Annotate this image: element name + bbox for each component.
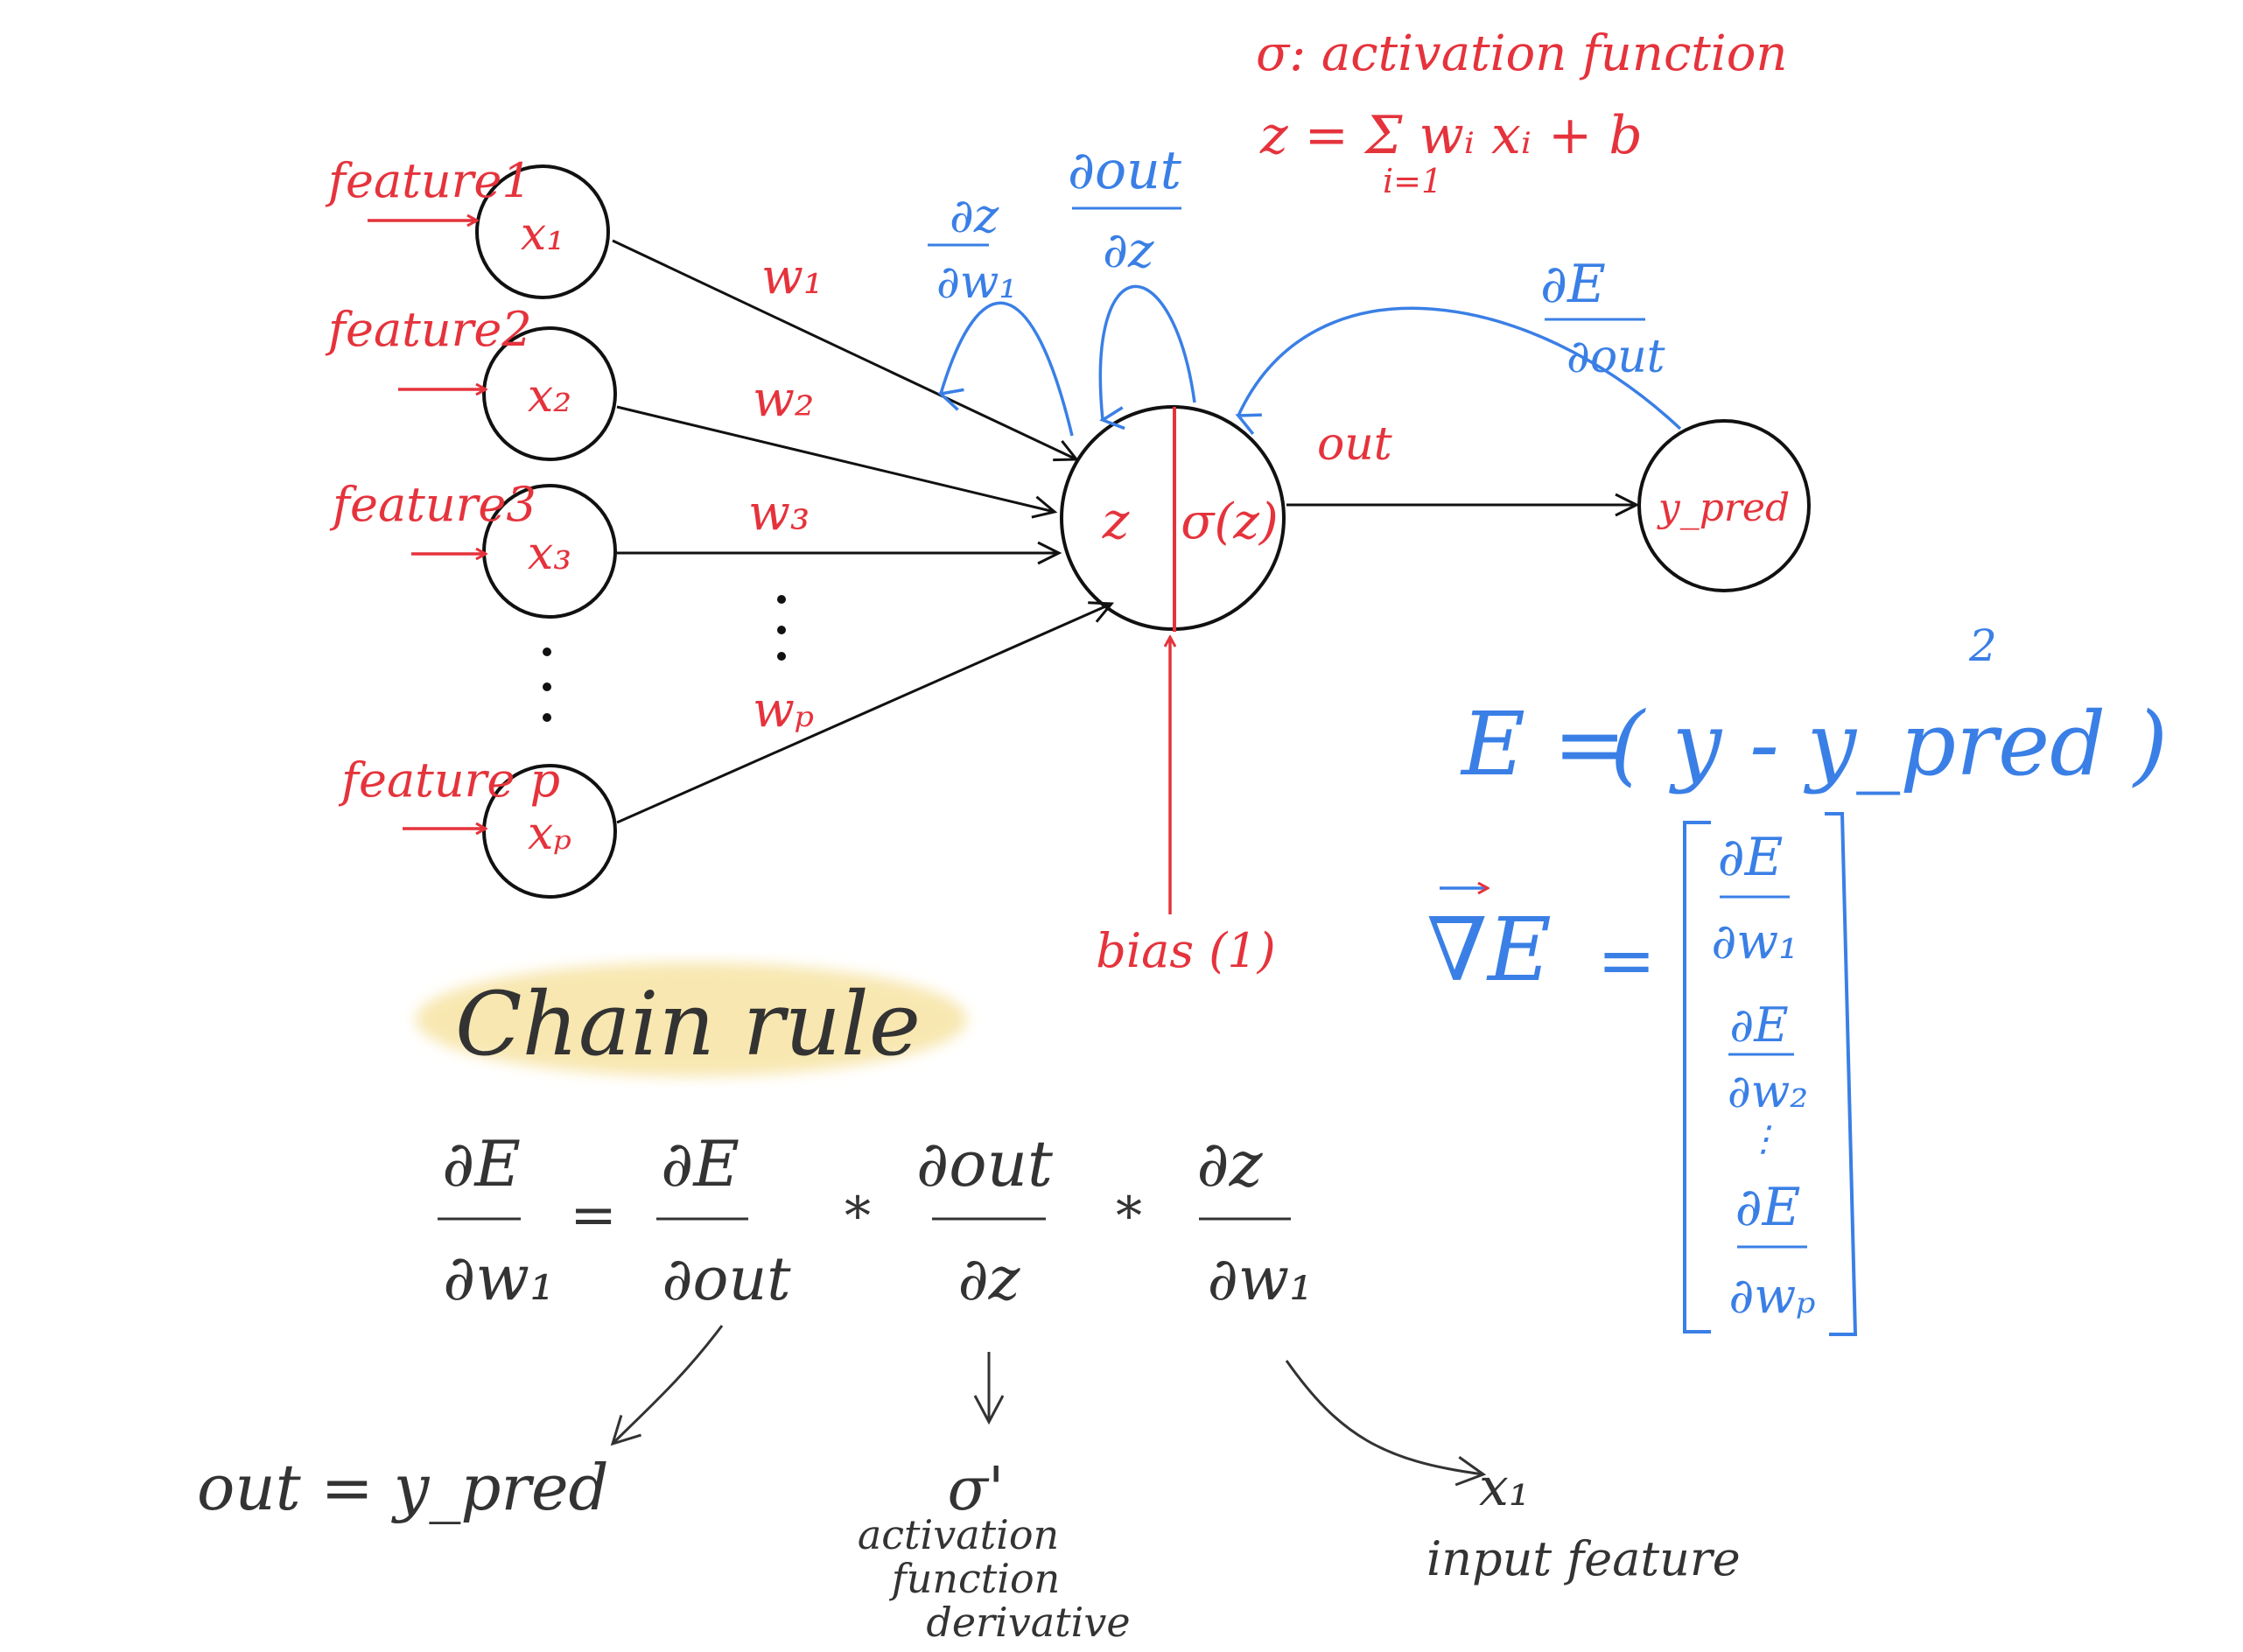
input-node-label: x₃ (528, 528, 571, 580)
dout-dz-denominator: ∂z (1103, 222, 1154, 279)
dout-dz-numerator: ∂out (1068, 140, 1182, 201)
chain-rule-equation: ∂E ∂w₁ = ∂E ∂out * ∂out ∂z * ∂z ∂w₁ (438, 1127, 1313, 1314)
error-exponent: 2 (1968, 620, 1997, 671)
feature-label-2: feature2 (325, 302, 532, 357)
bias-label: bias (1) (1096, 923, 1275, 978)
dout-dz-arc (1098, 284, 1196, 430)
chain-term2-den: ∂z (958, 1245, 1021, 1314)
dz-dw1-denominator: ∂w₁ (936, 256, 1017, 309)
vector-entry-2-num: ∂E (1729, 998, 1788, 1053)
error-body: ( y - y_pred ) (1610, 693, 2168, 795)
weight-ellipsis (777, 595, 786, 661)
chain-annotation-2-line1: activation (858, 1511, 1059, 1558)
z-definition-index: i=1 (1383, 162, 1442, 200)
feature-label-p: feature p (338, 752, 560, 808)
chain-annotation-1: out = y_pred (197, 1451, 609, 1524)
chain-rule-title: Chain rule (455, 973, 921, 1075)
z-definition: z = Σ wᵢ xᵢ + b (1259, 105, 1643, 166)
chain-term3-den: ∂w₁ (1208, 1245, 1314, 1314)
gradient-lhs: ∇E (1426, 899, 1552, 1001)
chain-annotation-2-line2: function (889, 1555, 1061, 1602)
chain-times-2: * (1116, 1186, 1142, 1247)
chain-lhs-den: ∂w₁ (443, 1241, 555, 1314)
vector-right-bracket (1825, 812, 1858, 1336)
chain-term1-num: ∂E (661, 1127, 739, 1200)
chain-annotation-2-symbol: σ' (947, 1455, 1004, 1524)
input-node-label: x₂ (528, 370, 571, 423)
chain-annotation-3-line1: input feature (1426, 1531, 1741, 1586)
vector-entry-p-num: ∂E (1735, 1177, 1801, 1238)
chain-lhs-num: ∂E (442, 1127, 521, 1200)
error-lhs: E = (1460, 693, 1627, 795)
vector-entry-p-den: ∂wₚ (1728, 1268, 1815, 1325)
vector-entry-1-num: ∂E (1718, 827, 1784, 888)
dE-dout-denominator: ∂out (1567, 331, 1665, 383)
gradient-formula: ∇E = ∂E ∂w₁ ∂E ∂w₂ ⋮ ∂E ∂wₚ (1426, 812, 1858, 1336)
dz-dw1-arc (937, 301, 1074, 437)
vector-entry-1-den: ∂w₁ (1711, 914, 1798, 970)
output-node: y_pred (1637, 419, 1811, 592)
sigma-definition: σ: activation function (1256, 25, 1788, 82)
output-node-label: y_pred (1657, 486, 1790, 530)
weight-label-1: w₁ (761, 248, 823, 305)
gradient-eq: = (1597, 920, 1656, 1001)
input-node-label: xₚ (528, 808, 571, 860)
neuron-z-label: z (1102, 491, 1130, 550)
input-node-1: x₁ (475, 164, 610, 299)
weight-edge-2 (616, 405, 1058, 519)
feature-label-3: feature3 (329, 477, 536, 532)
chain-term3-num: ∂z (1196, 1127, 1263, 1200)
input-node-label: x₁ (521, 208, 564, 261)
chain-times-1: * (845, 1186, 871, 1247)
weight-label-3: w₃ (748, 485, 810, 542)
weight-label-p: wₚ (753, 682, 814, 738)
chain-arrow-1 (610, 1325, 724, 1446)
weight-edge-p (616, 601, 1115, 824)
weight-label-2: w₂ (753, 371, 814, 428)
vector-left-bracket (1683, 821, 1711, 1334)
dE-dout-arc (1235, 306, 1682, 436)
weight-edge-1 (612, 239, 1080, 462)
dE-dout-numerator: ∂E (1540, 254, 1606, 315)
chain-term2-num: ∂out (916, 1127, 1054, 1200)
chain-term1-den: ∂out (662, 1245, 791, 1314)
chain-equals: = (570, 1183, 617, 1248)
input-ellipsis (543, 648, 551, 722)
feature-label-1: feature1 (325, 153, 532, 208)
error-formula: E = ( y - y_pred ) 2 (1460, 620, 2168, 795)
chain-arrow-3 (1285, 1360, 1487, 1487)
neuron-node: z σ(z) (1060, 405, 1286, 632)
dz-dw1-numerator: ∂z (950, 188, 999, 243)
vector-entry-2-den: ∂w₂ (1728, 1066, 1808, 1118)
chain-annotation-3-symbol: x₁ (1479, 1457, 1530, 1518)
neuron-activation-label: σ(z) (1181, 494, 1278, 550)
chain-annotation-2-line3: derivative (926, 1599, 1130, 1646)
vector-ellipsis: ⋮ (1746, 1119, 1781, 1159)
output-label: out (1317, 418, 1392, 471)
chain-rule-highlight (416, 962, 967, 1076)
